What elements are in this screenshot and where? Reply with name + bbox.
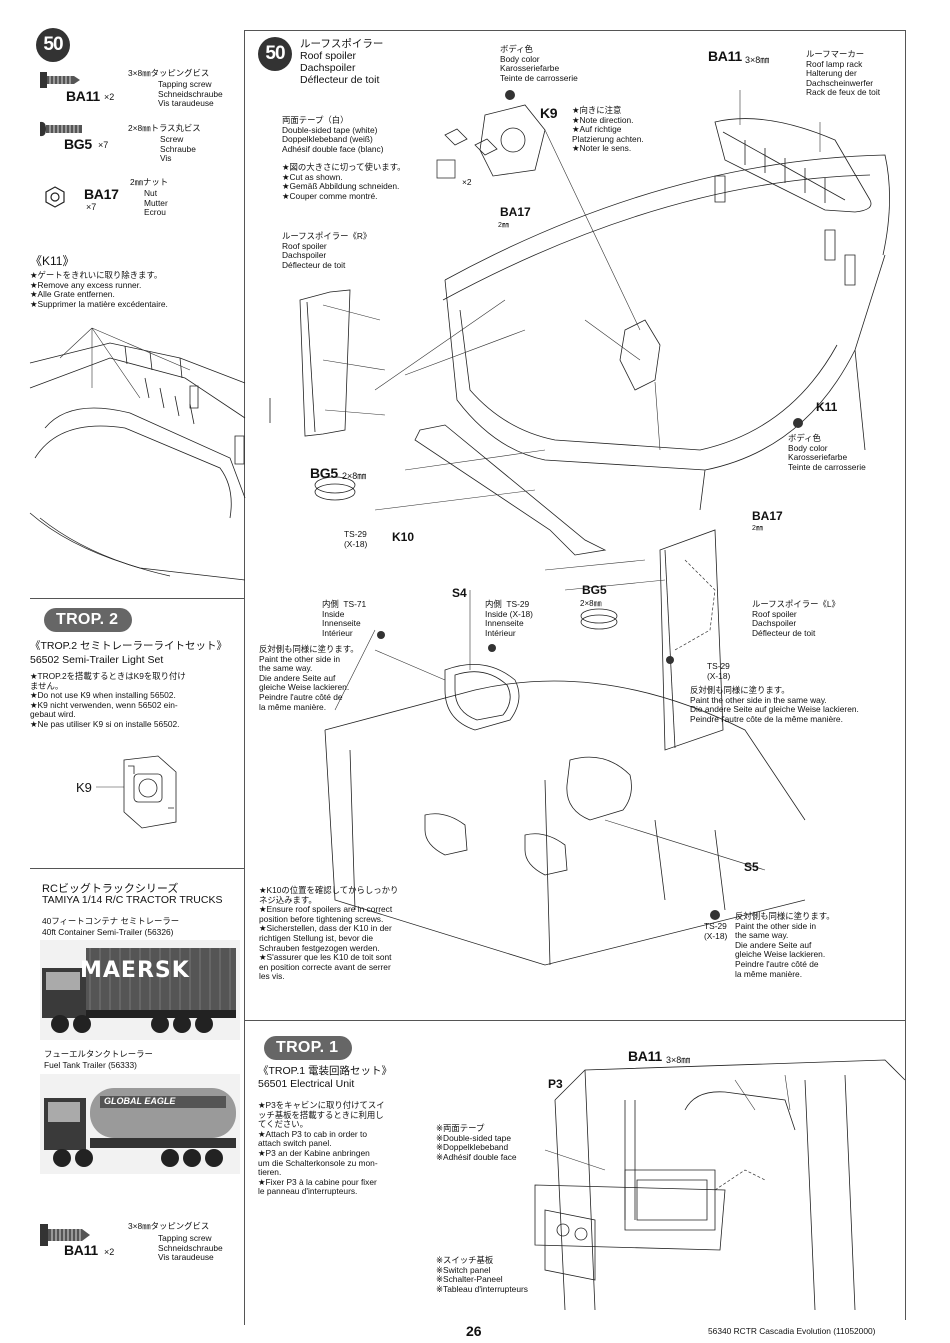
ba17-top-size: 2㎜ <box>498 222 509 229</box>
body-color-right: ボディ色 Body color Karosseriefarbe Teinte d… <box>788 433 866 472</box>
trailer2-logo: GLOBAL EAGLE <box>104 1096 176 1106</box>
k11-label-main: K11 <box>816 400 838 414</box>
trop1-product: 56501 Electrical Unit <box>258 1078 355 1090</box>
bottom-part-names: Tapping screw Schneidschraube Vis taraud… <box>158 1233 223 1263</box>
paint-other-right: 反対側も同様に塗ります。 Paint the other side in the… <box>690 685 859 724</box>
series-title: RCビッグトラックシリーズ <box>42 883 179 895</box>
k11-title: 《K11》 <box>30 254 75 268</box>
cut-note: ★図の大きさに切って使います。 ★Cut as shown. ★Gemäß Ab… <box>282 162 406 201</box>
k9-part-drawing <box>96 755 177 829</box>
bottom-part-spec: 3×8㎜タッピングビス <box>128 1221 210 1231</box>
k9-label-left: K9 <box>76 780 92 795</box>
roof-detail-drawing <box>29 327 271 581</box>
s4-label: S4 <box>452 586 467 600</box>
trop1-ba11-label: BA11 <box>628 1048 662 1064</box>
ts29-right: TS-29 (X-18) <box>707 661 731 681</box>
bottom-part-qty: ×2 <box>104 1247 115 1257</box>
tape-note: 両面テープ（白） Double-sided tape (white) Doppe… <box>282 115 384 154</box>
trop1-switch-note: ※スイッチ基板 ※Switch panel ※Schalter-Paneel ※… <box>436 1255 528 1294</box>
ts29-s5: TS-29 (X-18) <box>704 921 728 941</box>
roof-marker-label: ルーフマーカー Roof lamp rack Halterung der Dac… <box>806 49 881 98</box>
inside-ts29: 内側 TS-29 Inside (X-18) Innenseite Intéri… <box>485 599 533 638</box>
trop1-badge: TROP. 1 <box>264 1036 353 1060</box>
bg5-mid-size: 2×8㎜ <box>580 599 602 608</box>
tapping-screw-icon <box>40 72 80 88</box>
column-divider <box>244 30 245 1325</box>
s5-label: S5 <box>744 860 759 874</box>
trailer1-jp: 40フィートコンテナ セミトレーラー <box>42 916 180 926</box>
bg5-left-label: BG5 <box>310 465 338 481</box>
bg5-mid-label: BG5 <box>582 583 607 597</box>
part-qty-ba11: ×2 <box>104 92 115 102</box>
inside-ts71: 内側 TS-71 Inside Innenseite Intérieur <box>322 599 367 638</box>
trop2-product: 56502 Semi-Trailer Light Set <box>30 654 164 666</box>
trailer1-en: 40ft Container Semi-Trailer (56326) <box>42 927 174 937</box>
left-section-rule-2 <box>30 868 244 869</box>
ba11-top-size: 3×8㎜ <box>745 55 770 65</box>
paint-other-left: 反対側も同様に塗ります。 Paint the other side in the… <box>259 644 359 712</box>
roof-spoiler-r: ルーフスポイラー《R》 Roof spoiler Dachspoiler Déf… <box>282 231 372 270</box>
ts29-k10: TS-29 (X-18) <box>344 529 368 549</box>
left-section-rule-1 <box>30 598 244 599</box>
trailer2-jp: フューエルタンクトレーラー <box>44 1049 153 1059</box>
ba11-top-label: BA11 <box>708 48 742 64</box>
hex-nut-icon <box>45 186 65 208</box>
k10-label: K10 <box>392 530 415 544</box>
trop2-notes: ★TROP.2を搭載するときはK9を取り付け ません。 ★Do not use … <box>30 671 186 729</box>
part-code-bg5: BG5 <box>64 136 92 152</box>
part-names-ba17: Nut Mutter Ecrou <box>144 188 168 218</box>
trop1-top-rule <box>244 1020 906 1021</box>
part-spec-bg5: 2×8㎜トラス丸ビス <box>128 123 201 133</box>
trop2-title: 《TROP.2 セミトレーラーライトセット》 <box>30 640 227 652</box>
trop1-tape-note: ※両面テープ ※Double-sided tape ※Doppelklebeba… <box>436 1123 517 1162</box>
tapping-screw-icon-bottom <box>40 1224 90 1246</box>
direction-note: ★向きに注意 ★Note direction. ★Auf richtige Pl… <box>572 105 644 154</box>
part-code-ba17: BA17 <box>84 186 119 202</box>
part-qty-bg5: ×7 <box>98 140 109 150</box>
top-rule <box>244 30 906 31</box>
trailer1-logo: MAERSK <box>80 958 190 983</box>
ba17-top-label: BA17 <box>500 205 531 219</box>
truss-screw-icon <box>40 121 82 137</box>
bottom-part-code: BA11 <box>64 1242 98 1258</box>
ba17-right-label: BA17 <box>752 509 783 523</box>
main-step-badge: 50 <box>258 37 292 71</box>
bg5-left-size: 2×8㎜ <box>342 471 367 481</box>
part-names-ba11: Tapping screw Schneidschraube Vis taraud… <box>158 79 223 109</box>
part-names-bg5: Screw Schraube Vis <box>160 134 196 164</box>
step-number-badge: 50 <box>36 28 70 62</box>
k11-notes: ★ゲートをきれいに取り除きます。 ★Remove any excess runn… <box>30 270 168 309</box>
ba17-right-size: 2㎜ <box>752 525 763 532</box>
trop1-notes: ★P3をキャビンに取り付けてスイ ッチ基板を搭載するときに利用し てください。 … <box>258 1100 385 1197</box>
trop1-p3-label: P3 <box>548 1077 563 1091</box>
doc-id: 56340 RCTR Cascadia Evolution (11052000) <box>708 1326 876 1336</box>
roof-spoiler-l: ルーフスポイラー《L》 Roof spoiler Dachspoiler Déf… <box>752 599 840 638</box>
container-trailer-photo <box>40 940 240 1040</box>
main-assembly-drawing <box>299 90 890 966</box>
trop1-drawing <box>534 1059 906 1311</box>
k10-note: ★K10の位置を確認してからしっかり ネジ込みます。 ★Ensure roof … <box>259 885 399 982</box>
fuel-tank-trailer-photo <box>40 1074 240 1174</box>
body-color-top: ボディ色 Body color Karosseriefarbe Teinte d… <box>500 44 578 83</box>
part-spec-ba11: 3×8㎜タッピングビス <box>128 68 210 78</box>
paint-s5: 反対側も同様に塗ります。 Paint the other side in the… <box>735 911 835 979</box>
part-qty-ba17: ×7 <box>86 202 97 212</box>
trailer2-en: Fuel Tank Trailer (56333) <box>44 1060 137 1070</box>
trop1-ba11-size: 3×8㎜ <box>666 1055 691 1065</box>
part-spec-ba17: 2㎜ナット <box>130 177 169 187</box>
trop1-right-rule <box>905 1020 906 1320</box>
trop1-title: 《TROP.1 電装回路セット》 <box>258 1065 392 1077</box>
trop2-badge: TROP. 2 <box>44 608 133 632</box>
right-rule <box>905 30 906 1020</box>
series-subtitle: TAMIYA 1/14 R/C TRACTOR TRUCKS <box>42 894 223 906</box>
cut-qty: ×2 <box>462 177 472 187</box>
page-number: 26 <box>466 1323 482 1339</box>
part-code-ba11: BA11 <box>66 88 100 104</box>
k9-label-main: K9 <box>540 105 558 121</box>
roof-spoiler-title: ルーフスポイラー Roof spoiler Dachspoiler Déflec… <box>300 38 384 86</box>
